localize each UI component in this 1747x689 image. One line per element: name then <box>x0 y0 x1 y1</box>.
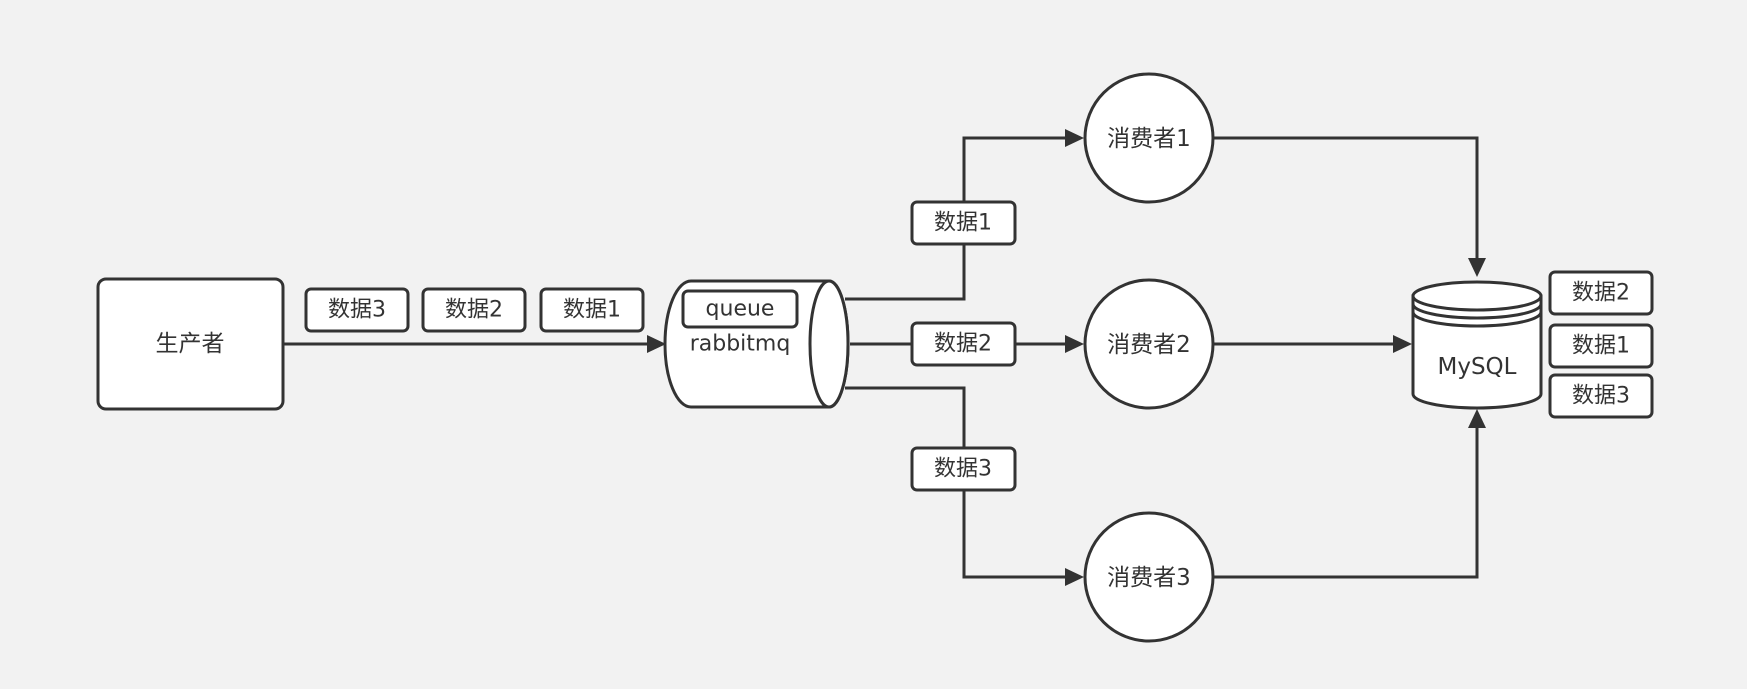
producer-message: 数据3 <box>304 287 410 333</box>
consumer-circle <box>1083 511 1215 643</box>
consumer-label: 消费者1 <box>1107 126 1191 152</box>
queue-node: queue rabbitmq <box>663 279 850 409</box>
stored-message-list: 数据2 数据1 数据3 <box>1548 270 1654 419</box>
queue-cylinder-end <box>808 279 850 409</box>
branch-message-1: 数据1 <box>910 200 1017 246</box>
consumer-label: 消费者3 <box>1107 565 1191 591</box>
queue-badge <box>681 289 799 329</box>
branch-message-label: 数据2 <box>934 332 992 357</box>
mysql-bottom-arrowhead <box>1468 409 1486 428</box>
consumer2-arrowhead <box>1065 335 1084 353</box>
database-top <box>1411 280 1543 312</box>
branch-message-label: 数据1 <box>934 211 992 236</box>
stored-message-label: 数据1 <box>1572 334 1630 359</box>
producer-box <box>96 277 285 411</box>
stored-message: 数据1 <box>1548 323 1654 369</box>
consumer-node-1: 消费者1 <box>1083 72 1215 204</box>
consumer1-arrowhead <box>1065 129 1084 147</box>
stored-message: 数据3 <box>1548 373 1654 419</box>
consumer-list: 消费者1 消费者2 消费者3 <box>1083 72 1215 643</box>
consumer3-to-mysql-line <box>1213 428 1479 579</box>
consumer-node-2: 消费者2 <box>1083 278 1215 410</box>
database-node: MySQL <box>1411 280 1543 410</box>
stored-message-label: 数据3 <box>1572 384 1630 409</box>
consumer1-to-mysql-line <box>1213 136 1479 258</box>
producer-message-label: 数据3 <box>328 298 386 323</box>
database-label: MySQL <box>1438 354 1517 380</box>
producer-label: 生产者 <box>156 331 225 357</box>
branch-message-label: 数据3 <box>934 457 992 482</box>
consumer3-arrowhead <box>1065 568 1084 586</box>
mysql-left-arrowhead <box>1393 335 1412 353</box>
connectors <box>284 129 1486 586</box>
producer-message-label: 数据1 <box>563 298 621 323</box>
consumer-label: 消费者2 <box>1107 332 1191 358</box>
producer-message-list: 数据3 数据2 数据1 <box>304 287 645 333</box>
consumer-node-3: 消费者3 <box>1083 511 1215 643</box>
queue-label: rabbitmq <box>690 332 791 357</box>
producer-message: 数据2 <box>421 287 527 333</box>
branch-message-3: 数据3 <box>910 446 1017 492</box>
stored-message: 数据2 <box>1548 270 1654 316</box>
producer-message-label: 数据2 <box>445 298 503 323</box>
producer-node: 生产者 <box>96 277 285 411</box>
mysql-top-arrowhead <box>1468 258 1486 277</box>
producer-message: 数据1 <box>539 287 645 333</box>
database-ring-1 <box>1411 303 1543 320</box>
branch-message-list: 数据1 数据2 数据3 <box>910 200 1017 492</box>
database-ring-2 <box>1411 311 1543 328</box>
queue-arrowhead <box>647 335 666 353</box>
branch-message-2: 数据2 <box>910 321 1017 367</box>
stored-message-label: 数据2 <box>1572 281 1630 306</box>
queue-badge-label: queue <box>706 297 775 322</box>
consumer-circle <box>1083 72 1215 204</box>
consumer-circle <box>1083 278 1215 410</box>
